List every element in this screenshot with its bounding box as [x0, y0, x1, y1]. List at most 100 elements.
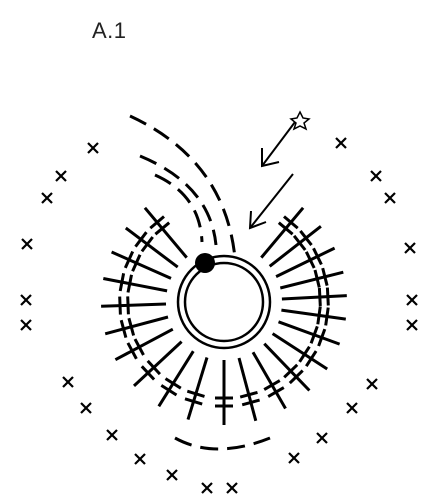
treble-crossbar: [126, 342, 138, 360]
treble-crochet: [124, 226, 179, 269]
x-stroke: [20, 294, 32, 306]
single-crochet-x: [384, 192, 396, 204]
treble-crossbar: [140, 365, 156, 381]
treble-crochet: [275, 246, 336, 278]
chain-arc-middle: [139, 154, 218, 246]
treble-crochet: [281, 306, 347, 326]
start-star-icon: [289, 110, 311, 131]
treble-crochet: [157, 350, 195, 408]
x-stroke: [55, 170, 67, 182]
treble-crochet: [132, 340, 183, 387]
treble-crossbar: [317, 287, 322, 307]
treble-crossbar: [324, 307, 330, 326]
single-crochet-x: [166, 469, 178, 481]
treble-crossbar: [305, 350, 318, 368]
single-crochet-x: [62, 376, 74, 388]
single-crochet-x: [41, 192, 53, 204]
single-crochet-x: [201, 482, 213, 494]
treble-crochet: [103, 273, 168, 293]
treble-crossbar: [277, 221, 294, 236]
treble-crossbar: [292, 234, 307, 251]
single-crochet-x: [406, 319, 418, 331]
x-stroke: [406, 319, 418, 331]
treble-crochet: [237, 357, 260, 422]
treble-stem: [104, 315, 169, 336]
treble-crossbar: [149, 215, 165, 230]
treble-stem: [186, 357, 209, 421]
single-crochet-x: [20, 294, 32, 306]
treble-stem: [271, 332, 329, 371]
chain-arcs: [129, 114, 271, 451]
treble-stem: [237, 357, 258, 422]
x-stroke: [366, 378, 378, 390]
treble-crossbar: [118, 296, 122, 315]
treble-crochet: [101, 296, 167, 315]
treble-crossbar: [160, 384, 178, 397]
treble-crossbar: [283, 363, 299, 379]
magic-ring: [176, 254, 272, 350]
single-crochet-x: [21, 238, 33, 250]
treble-crochet: [215, 360, 233, 425]
x-stroke: [346, 402, 358, 414]
single-crochet-x: [366, 378, 378, 390]
treble-crochet: [184, 357, 209, 421]
x-stroke: [384, 192, 396, 204]
chain-arc-outer: [129, 114, 237, 259]
treble-crochet: [114, 327, 174, 362]
treble-crossbar: [123, 250, 135, 269]
single-crochet-x: [20, 319, 32, 331]
single-crochet-x: [335, 137, 347, 149]
single-crochet-x: [316, 432, 328, 444]
treble-stem: [281, 294, 347, 301]
treble-crossbar: [298, 345, 311, 363]
treble-crossbar: [321, 267, 329, 286]
treble-crossbar: [164, 377, 182, 390]
treble-crossbar: [127, 317, 136, 336]
treble-stem: [251, 351, 287, 410]
treble-stem: [263, 342, 311, 392]
treble-crossbar: [126, 274, 133, 293]
treble-crochet: [143, 206, 188, 259]
treble-crochet: [251, 351, 287, 410]
treble-stem: [114, 327, 174, 362]
treble-crochet: [277, 320, 341, 347]
treble-crossbar: [154, 221, 171, 236]
single-crochet-stitches: [20, 137, 418, 494]
treble-crossbar: [316, 306, 322, 325]
treble-crossbar: [184, 397, 203, 406]
treble-stem: [277, 320, 341, 346]
treble-crossbar: [146, 359, 162, 376]
single-crochet-x: [87, 142, 99, 154]
x-stroke: [21, 238, 33, 250]
treble-crossbar: [267, 386, 285, 398]
treble-crossbar: [313, 269, 321, 288]
single-crochet-x: [106, 429, 118, 441]
treble-crossbar: [299, 229, 313, 247]
treble-stem: [101, 302, 167, 308]
chain-arc-bottom: [174, 436, 271, 451]
treble-crochet: [260, 206, 305, 259]
treble-crossbar: [126, 296, 130, 315]
x-stroke: [41, 192, 53, 204]
x-stroke: [226, 482, 238, 494]
x-stroke: [80, 402, 92, 414]
treble-crossbar: [119, 319, 128, 338]
treble-stem: [132, 340, 183, 387]
treble-crochet: [263, 342, 311, 392]
treble-crochet: [271, 332, 329, 371]
x-stroke: [20, 319, 32, 331]
treble-crossbar: [186, 389, 205, 398]
treble-crochet: [281, 287, 347, 307]
treble-stem: [260, 206, 305, 259]
direction-arrow-icon: [248, 173, 294, 230]
x-stroke: [404, 242, 416, 254]
treble-crossbar: [241, 398, 260, 407]
x-stroke: [134, 453, 146, 465]
single-crochet-x: [406, 294, 418, 306]
direction-arrows: [248, 110, 311, 230]
treble-stitches: [101, 206, 347, 425]
treble-crossbar: [263, 379, 281, 391]
treble-stem: [281, 308, 347, 321]
single-crochet-x: [346, 402, 358, 414]
